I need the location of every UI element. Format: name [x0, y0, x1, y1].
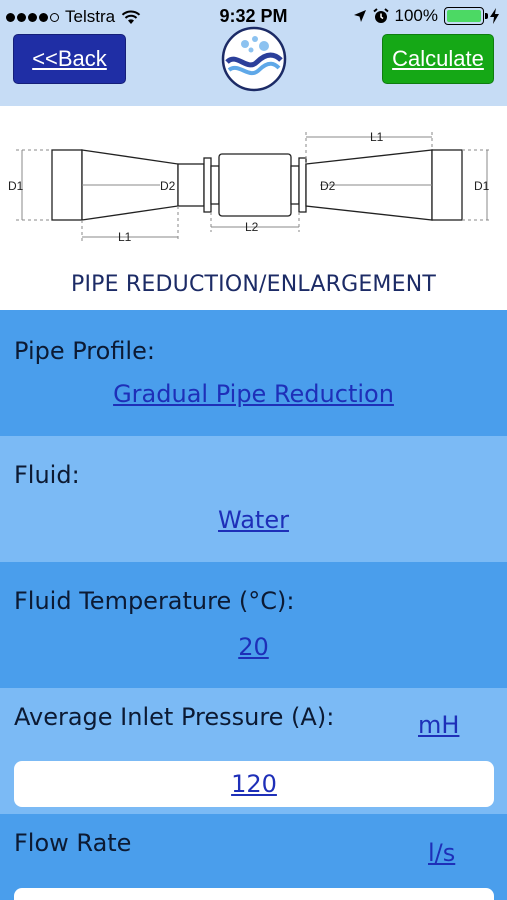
fluid-section: Fluid: Water — [0, 436, 507, 562]
location-arrow-icon — [353, 10, 366, 22]
status-left: Telstra — [6, 7, 141, 27]
fluid-temperature-label: Fluid Temperature (°C): — [14, 587, 295, 615]
label-d1-left: D1 — [8, 179, 24, 193]
flow-rate-input[interactable] — [14, 888, 494, 900]
pipe-diagram-drawing: D1 D2 D2 D1 L1 L2 L1 — [8, 130, 492, 244]
status-right: 100% — [353, 6, 499, 26]
app-logo-icon — [221, 26, 287, 92]
label-l1-top: L1 — [370, 130, 384, 144]
label-d1-right: D1 — [474, 179, 490, 193]
battery-fill — [447, 10, 481, 22]
label-d2-left: D2 — [160, 179, 176, 193]
middle-fitting — [218, 153, 292, 217]
status-time: 9:32 PM — [219, 6, 288, 26]
diagram-title: PIPE REDUCTION/ENLARGEMENT — [71, 272, 436, 297]
nav-bar: <<Back Calculate — [0, 26, 507, 106]
inlet-pressure-section: Average Inlet Pressure (A): mH 120 — [0, 688, 507, 814]
signal-strength-icon — [6, 12, 59, 22]
fluid-selector[interactable]: Water — [218, 506, 289, 534]
flow-rate-section: Flow Rate l/s — [0, 814, 507, 900]
alarm-clock-icon — [372, 8, 389, 23]
battery-icon — [444, 7, 488, 25]
label-l2: L2 — [245, 220, 259, 234]
back-button[interactable]: <<Back — [13, 34, 126, 84]
fluid-temperature-section: Fluid Temperature (°C): 20 — [0, 562, 507, 688]
wifi-icon — [121, 10, 141, 24]
flow-rate-unit-selector[interactable]: l/s — [428, 839, 456, 867]
inlet-pressure-label: Average Inlet Pressure (A): — [14, 703, 335, 731]
label-d2-right: D2 — [320, 179, 336, 193]
charging-bolt-icon — [490, 8, 499, 24]
fluid-temperature-selector[interactable]: 20 — [238, 633, 269, 661]
fluid-label: Fluid: — [14, 461, 80, 489]
pipe-profile-section: Pipe Profile: Gradual Pipe Reduction — [0, 310, 507, 436]
carrier-name: Telstra — [65, 7, 116, 26]
label-l1-bottom: L1 — [118, 230, 132, 244]
calculate-button[interactable]: Calculate — [382, 34, 494, 84]
pipe-profile-selector[interactable]: Gradual Pipe Reduction — [113, 380, 394, 408]
pipe-diagram: D1 D2 D2 D1 L1 L2 L1 PIPE REDUCTION/ENLA… — [0, 106, 507, 310]
inlet-pressure-input[interactable]: 120 — [14, 761, 494, 807]
left-large-pipe — [51, 149, 83, 221]
inlet-pressure-unit-selector[interactable]: mH — [418, 711, 460, 739]
flow-rate-label: Flow Rate — [14, 829, 132, 857]
pipe-profile-label: Pipe Profile: — [14, 337, 155, 365]
battery-percent: 100% — [394, 6, 438, 25]
right-large-pipe — [431, 149, 463, 221]
